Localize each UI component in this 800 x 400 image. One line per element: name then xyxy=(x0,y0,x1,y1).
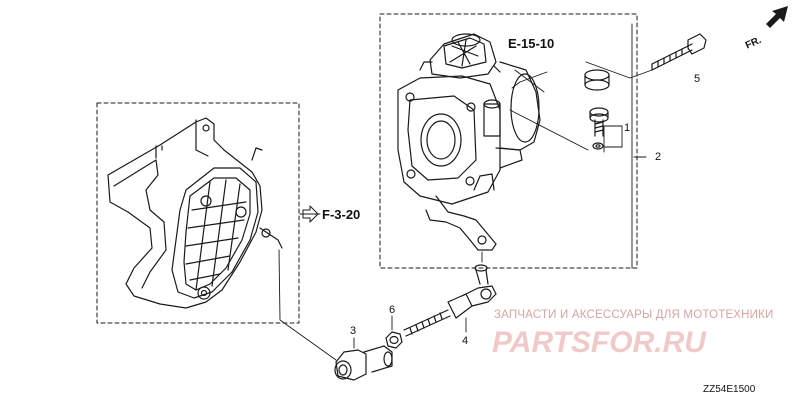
bracket-drawing xyxy=(107,117,283,309)
watermark-logo: PARTSFOR.RU xyxy=(492,326,707,359)
watermark: ЗАПЧАСТИ И АКСЕССУАРЫ ДЛЯ МОТОТЕХНИКИ PA… xyxy=(492,309,774,359)
diagram-code: ZZ54E1500 xyxy=(703,384,756,395)
watermark-tagline: ЗАПЧАСТИ И АКСЕССУАРЫ ДЛЯ МОТОТЕХНИКИ xyxy=(494,309,774,321)
reference-label-throttle-body[interactable]: E-15-10 xyxy=(508,36,554,51)
part-5-bolt xyxy=(651,33,707,71)
part-4-adjusting-rod xyxy=(403,264,497,337)
callout-2: 2 xyxy=(655,151,661,163)
front-direction-arrow xyxy=(766,6,788,28)
callout-3: 3 xyxy=(350,325,356,337)
reference-leader xyxy=(511,69,548,93)
cap xyxy=(584,69,610,91)
bracket-frame xyxy=(96,102,300,324)
callout-1: 1 xyxy=(624,122,630,134)
reference-label-bracket[interactable]: F-3-20 xyxy=(322,207,360,222)
callout-6: 6 xyxy=(389,304,395,316)
front-marker-label: FR. xyxy=(744,35,763,52)
callout-4: 4 xyxy=(462,335,468,347)
callout-5: 5 xyxy=(694,73,700,85)
part-1-screw xyxy=(589,107,609,150)
part-6-nut xyxy=(385,331,403,349)
throttle-frame xyxy=(379,13,638,269)
linkage-leader xyxy=(278,249,337,361)
leader-lines xyxy=(509,61,653,158)
reference-arrow xyxy=(302,205,319,223)
part-3-connector xyxy=(334,345,393,381)
throttle-body-drawing xyxy=(397,33,541,251)
